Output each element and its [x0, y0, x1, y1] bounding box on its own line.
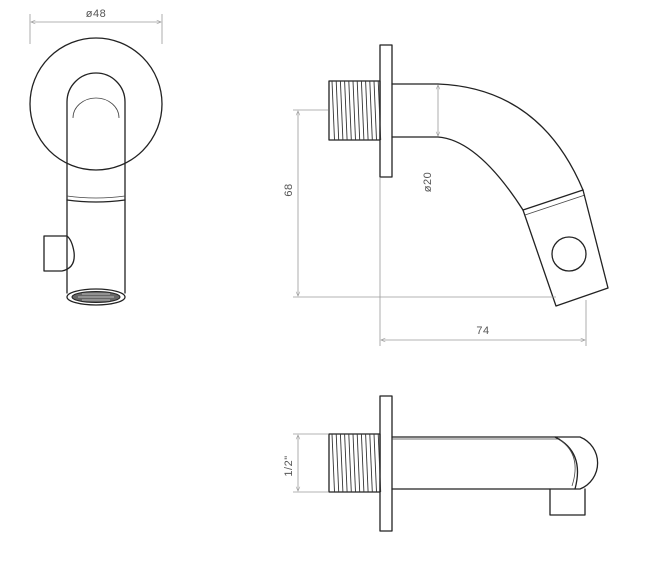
pipe-band-inner: [66, 195, 126, 199]
flange-plate: [379, 44, 393, 178]
pipe-body: [391, 83, 584, 211]
lever-top: [549, 488, 586, 516]
pipe-band: [66, 199, 126, 203]
flange-disc: [29, 37, 163, 171]
spout-band-inner: [524, 194, 586, 216]
spout-band: [522, 189, 584, 211]
front-view: ø48: [29, 8, 163, 306]
dim-height-label: 68: [283, 183, 295, 196]
thread-body-top: [328, 433, 381, 493]
flange-plate-top: [379, 395, 393, 532]
pipe-top: [391, 436, 599, 490]
lever-end: [551, 236, 587, 272]
spout: [522, 189, 609, 307]
aerator-rim: [66, 288, 126, 306]
pipe-outline: [66, 72, 126, 201]
dim-flange-diameter-label: ø48: [86, 8, 106, 20]
thread-body: [328, 80, 381, 141]
dim-projection-label: 74: [476, 325, 489, 337]
dim-thread-size-label: 1/2": [283, 455, 295, 476]
spout-sides: [66, 199, 126, 294]
thread-lines: [331, 80, 382, 141]
side-view: ø20 68 74: [283, 44, 609, 346]
aerator-mesh-lines: [78, 293, 114, 301]
spout-edge-inner: [559, 439, 576, 487]
thread-lines-top: [331, 433, 382, 493]
lever: [43, 235, 75, 272]
dim-pipe-diameter-label: ø20: [422, 172, 434, 192]
top-view: 1/2": [283, 395, 599, 532]
elbow-highlight: [72, 97, 120, 119]
